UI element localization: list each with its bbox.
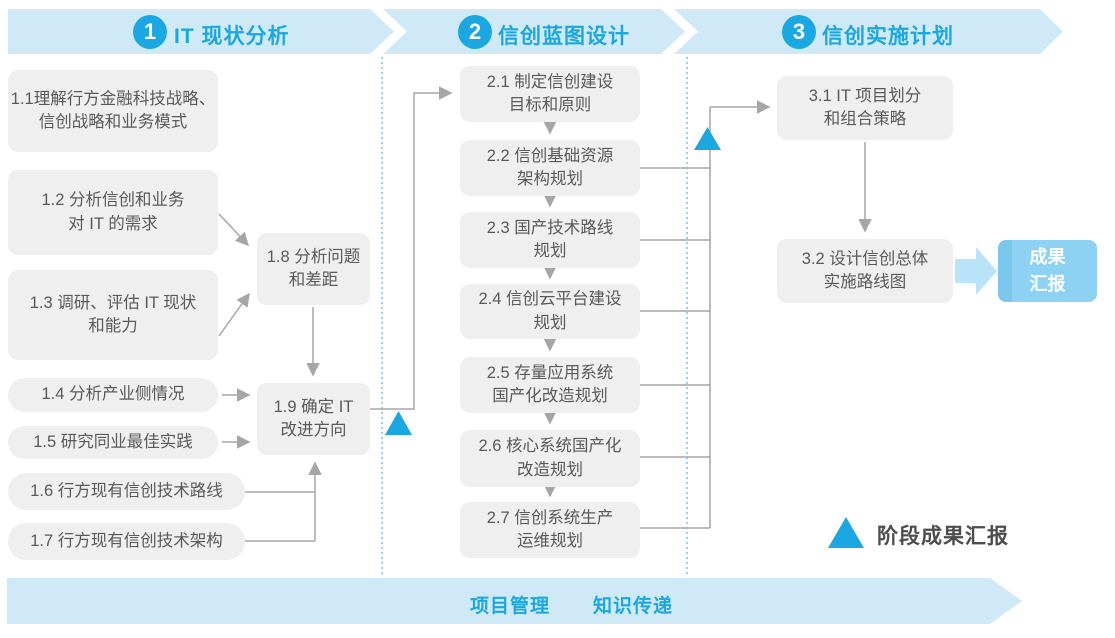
node-2-2: 2.2 信创基础资源 架构规划 <box>460 140 640 196</box>
node-3-2: 3.2 设计信创总体 实施路线图 <box>777 239 953 303</box>
connector-lines <box>218 86 872 542</box>
phase-3-number-badge: 3 <box>782 15 816 49</box>
project-management-label: 项目管理 <box>470 596 551 617</box>
legend-triangle-icon <box>828 517 864 548</box>
legend-label: 阶段成果汇报 <box>877 525 1009 548</box>
phase-1-report-triangle-icon <box>385 411 412 435</box>
node-2-3: 2.3 国产技术路线 规划 <box>460 212 640 268</box>
phase-1-band <box>8 9 394 54</box>
phase-2-band <box>383 9 685 54</box>
node-1-7: 1.7 行方现有信创技术架构 <box>8 523 245 560</box>
arrow-1-3-to-1-8 <box>218 292 250 337</box>
node-1-1: 1.1理解行方金融科技战略、 信创战略和业务模式 <box>8 70 218 152</box>
node-2-5: 2.5 存量应用系统 国产化改造规划 <box>460 357 640 413</box>
arrow-1-9-to-2-1 <box>370 86 453 410</box>
phase-2-report-triangle-icon <box>694 127 721 150</box>
phase-2-number-badge: 2 <box>458 15 492 49</box>
node-2-4: 2.4 信创云平台建设 规划 <box>460 284 640 339</box>
phase-1-number-badge: 1 <box>133 15 167 49</box>
node-3-1: 3.1 IT 项目划分 和组合策略 <box>777 76 953 140</box>
phase-1-title: IT 现状分析 <box>174 25 290 48</box>
node-1-4: 1.4 分析产业侧情况 <box>8 378 218 412</box>
node-1-5: 1.5 研究同业最佳实践 <box>8 426 218 459</box>
bottom-band <box>7 578 1022 624</box>
node-1-9: 1.9 确定 IT 改进方向 <box>257 383 370 455</box>
outcome-report-box: 成果 汇报 <box>998 240 1097 302</box>
phase-3-title: 信创实施计划 <box>822 25 954 48</box>
node-2-1: 2.1 制定信创建设 目标和原则 <box>460 66 640 122</box>
node-1-6: 1.6 行方现有信创技术路线 <box>8 473 245 510</box>
node-1-3: 1.3 调研、评估 IT 现状 和能力 <box>8 270 218 360</box>
phase-3-band <box>674 9 1063 54</box>
knowledge-transfer-label: 知识传递 <box>593 596 674 617</box>
node-2-7: 2.7 信创系统生产 运维规划 <box>460 502 640 558</box>
node-1-2: 1.2 分析信创和业务 对 IT 的需求 <box>8 170 218 255</box>
node-2-6: 2.6 核心系统国产化 改造规划 <box>460 430 640 487</box>
phase-2-title: 信创蓝图设计 <box>498 25 630 48</box>
arrow-1-2-to-1-8 <box>218 213 250 247</box>
outcome-arrow-icon <box>955 247 997 295</box>
node-1-8: 1.8 分析问题 和差距 <box>257 233 370 305</box>
